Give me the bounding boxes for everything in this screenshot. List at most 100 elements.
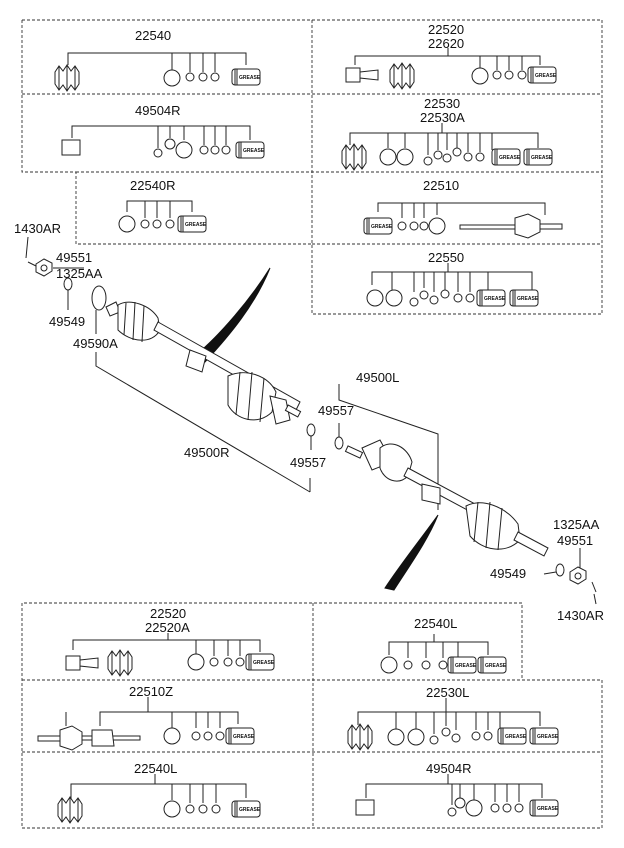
kit-label: 22520A xyxy=(145,620,190,635)
kit-label: 22540L xyxy=(414,616,457,631)
kit-label: 22540R xyxy=(130,178,176,193)
split-pin-icon xyxy=(27,261,37,267)
lower-kit-boxes xyxy=(21,602,603,829)
pointer-wedge-lower xyxy=(384,514,439,591)
boot-icon xyxy=(54,64,80,92)
svg-text:GREASE: GREASE xyxy=(455,663,477,669)
kit-22540-top: 22540 GREASE xyxy=(54,28,261,92)
part-label: 49557 xyxy=(318,403,354,418)
kit-label: 22530L xyxy=(426,685,469,700)
kit-22510: 22510 GREASE xyxy=(363,178,563,239)
outer-joint-icon xyxy=(514,213,541,239)
washer-icon xyxy=(63,277,73,291)
kit-label: 22530 xyxy=(424,96,460,111)
grease-icon: GREASE xyxy=(509,289,539,307)
circlip-icon xyxy=(334,436,344,450)
grease-icon: GREASE xyxy=(231,800,261,818)
kit-label: 49504R xyxy=(426,761,472,776)
kit-22540l-middle: 22540L GREASE GREASE xyxy=(380,616,507,674)
kit-label: 22540 xyxy=(135,28,171,43)
upper-kit-boxes xyxy=(21,19,603,315)
kit-label: 22530A xyxy=(420,110,465,125)
svg-text:GREASE: GREASE xyxy=(485,663,507,669)
part-label: 49500R xyxy=(184,445,230,460)
grease-icon: GREASE xyxy=(529,799,559,817)
boot-icon xyxy=(107,649,133,677)
pointer-wedge-upper xyxy=(195,267,271,363)
svg-text:GREASE: GREASE xyxy=(505,734,527,740)
grease-icon: GREASE xyxy=(476,289,506,307)
kit-label: 22520 xyxy=(150,606,186,621)
band-ring-icon xyxy=(163,69,181,87)
part-label: 1325AA xyxy=(56,266,103,281)
part-label: 49549 xyxy=(490,566,526,581)
grease-icon: GREASE xyxy=(177,215,207,233)
kit-label: 49504R xyxy=(135,103,181,118)
bush-icon xyxy=(61,139,81,156)
svg-text:GREASE: GREASE xyxy=(185,222,207,228)
svg-text:GREASE: GREASE xyxy=(499,155,521,161)
split-pin-icon xyxy=(591,581,597,593)
dust-cover-icon xyxy=(91,285,107,311)
part-label: 1325AA xyxy=(553,517,600,532)
housing-icon xyxy=(65,655,81,671)
kit-22540r: 22540R GREASE xyxy=(118,178,207,233)
svg-text:GREASE: GREASE xyxy=(517,296,539,302)
kit-22530l: 22530L GREASE GREASE xyxy=(347,685,559,751)
kit-22520-22620-top: 22520 22620 GREASE xyxy=(345,22,557,90)
svg-text:GREASE: GREASE xyxy=(243,148,265,154)
kit-label: 22540L xyxy=(134,761,177,776)
svg-text:GREASE: GREASE xyxy=(531,155,553,161)
kit-label: 22510 xyxy=(423,178,459,193)
left-hardware: 1430AR 49551 1325AA 49549 49590A xyxy=(14,221,118,351)
grease-icon: GREASE xyxy=(529,727,559,745)
boot-icon xyxy=(347,723,373,751)
kit-label: 22510Z xyxy=(129,684,173,699)
part-label: 49557 xyxy=(290,455,326,470)
damper-icon xyxy=(185,349,207,373)
grease-icon: GREASE xyxy=(523,148,553,166)
grease-icon: GREASE xyxy=(447,656,477,674)
svg-text:GREASE: GREASE xyxy=(239,75,261,81)
kit-22510z: 22510Z GREASE xyxy=(37,684,255,751)
svg-text:GREASE: GREASE xyxy=(537,734,559,740)
svg-text:GREASE: GREASE xyxy=(239,807,261,813)
grease-icon: GREASE xyxy=(235,141,265,159)
grease-icon: GREASE xyxy=(491,148,521,166)
part-label: 49590A xyxy=(73,336,118,351)
kit-22530: 22530 22530A GREASE GREASE xyxy=(341,96,553,171)
boot-icon xyxy=(341,143,367,171)
grease-icon: GREASE xyxy=(225,727,255,745)
kit-label: 22550 xyxy=(428,250,464,265)
washer-icon xyxy=(555,563,565,577)
part-label: 1430AR xyxy=(14,221,61,236)
grease-icon: GREASE xyxy=(231,68,261,86)
kit-label: 22520 xyxy=(428,22,464,37)
svg-text:GREASE: GREASE xyxy=(537,806,559,812)
svg-text:GREASE: GREASE xyxy=(371,224,393,230)
bush-icon xyxy=(355,799,375,816)
svg-text:GREASE: GREASE xyxy=(233,734,255,740)
part-label: 49549 xyxy=(49,314,85,329)
kit-49504r-bottom: 49504R GREASE xyxy=(355,761,559,817)
part-label: 1430AR xyxy=(557,608,604,623)
grease-icon: GREASE xyxy=(477,656,507,674)
kit-22520-bottom: 22520 22520A GREASE xyxy=(65,606,275,677)
damper-icon xyxy=(421,483,441,505)
circlip-49557: 49557 49557 xyxy=(290,403,354,470)
svg-text:GREASE: GREASE xyxy=(535,73,557,79)
drive-shaft-49500l: 49500L xyxy=(338,370,549,557)
svg-text:GREASE: GREASE xyxy=(253,660,275,666)
circlip-icon xyxy=(306,423,316,437)
right-hardware: 1325AA 49551 49549 1430AR xyxy=(490,517,604,623)
shaft-icon xyxy=(459,224,519,230)
grease-icon: GREASE xyxy=(245,653,275,671)
grease-icon: GREASE xyxy=(363,217,393,235)
boot-icon xyxy=(389,62,415,90)
outer-joint-icon xyxy=(59,725,83,751)
part-label: 49551 xyxy=(56,250,92,265)
part-label: 49500L xyxy=(356,370,399,385)
kit-label: 22620 xyxy=(428,36,464,51)
outer-boot-icon xyxy=(465,502,521,550)
part-label: 49551 xyxy=(557,533,593,548)
